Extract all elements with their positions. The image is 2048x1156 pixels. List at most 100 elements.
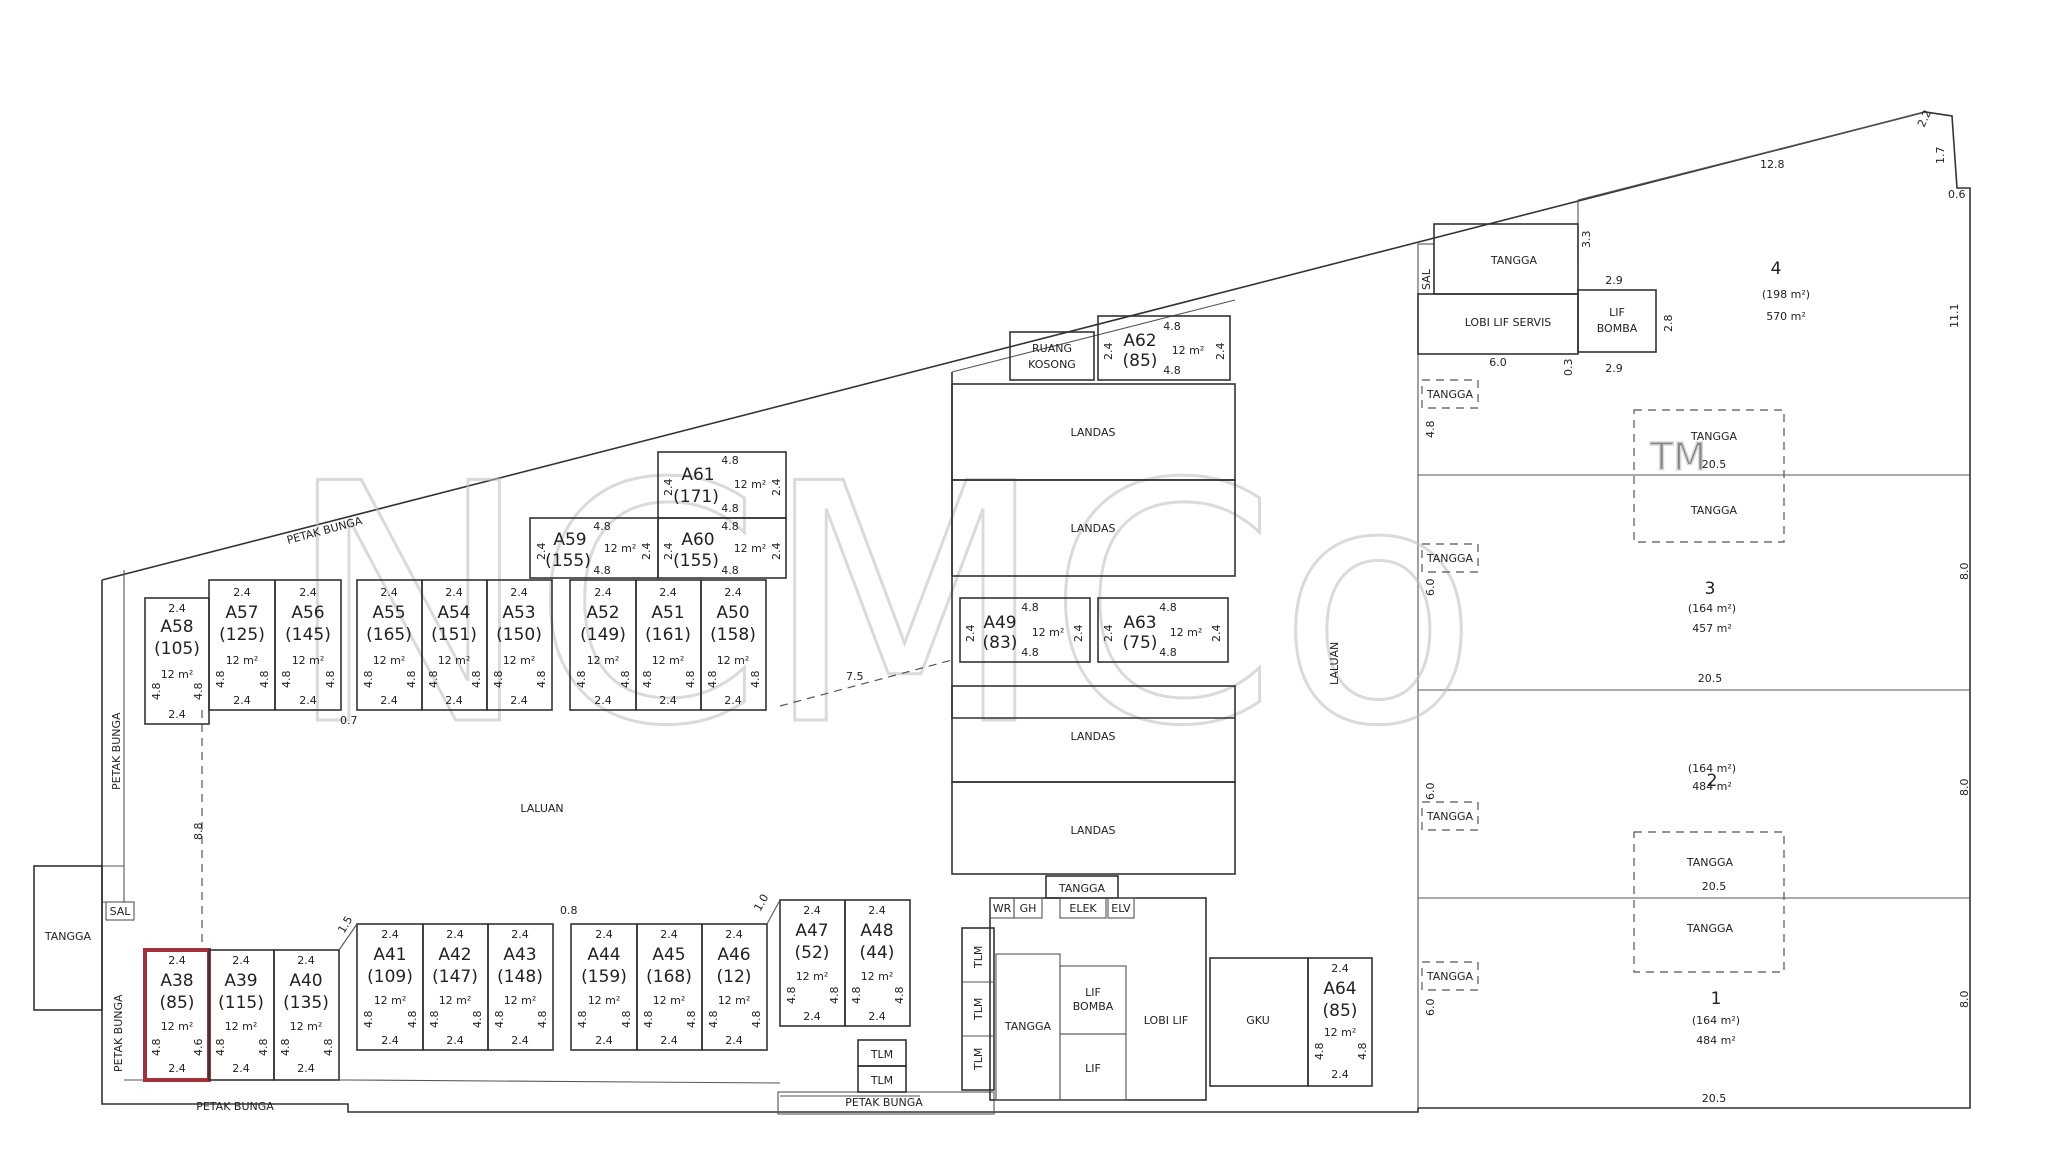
ruang-kosong: RUANG KOSONG bbox=[1009, 331, 1095, 381]
lot-a50[interactable]: 2.4 A50 (158) 12 m² 2.4 4.8 4.8 bbox=[700, 579, 767, 711]
unit-3[interactable]: 3 (164 m²) 457 m² 20.5 bbox=[1688, 579, 1736, 685]
svg-text:484 m²: 484 m² bbox=[1696, 1034, 1736, 1047]
svg-text:2.4: 2.4 bbox=[1331, 1068, 1349, 1081]
svg-text:12 m²: 12 m² bbox=[734, 542, 767, 555]
svg-text:4.8: 4.8 bbox=[192, 683, 205, 701]
lot-a56[interactable]: 2.4 A56 (145) 12 m² 2.4 4.8 4.8 bbox=[274, 579, 342, 711]
lot-a38[interactable]: 2.4 A38 (85) 12 m² 2.4 4.8 4.6 bbox=[143, 948, 211, 1082]
lot-a47[interactable]: 2.4 A47 (52) 12 m² 2.4 4.8 4.8 bbox=[779, 899, 846, 1027]
svg-text:12 m²: 12 m² bbox=[861, 970, 894, 983]
svg-text:4.8: 4.8 bbox=[362, 1011, 375, 1029]
svg-text:WR: WR bbox=[993, 902, 1012, 915]
svg-text:(164 m²): (164 m²) bbox=[1688, 762, 1736, 775]
svg-text:2.4: 2.4 bbox=[868, 1010, 886, 1023]
svg-text:2.4: 2.4 bbox=[233, 586, 251, 599]
svg-text:2.4: 2.4 bbox=[1102, 625, 1115, 643]
svg-text:A43: A43 bbox=[503, 945, 536, 965]
svg-text:4.8: 4.8 bbox=[470, 671, 483, 689]
lot-a60[interactable]: 4.8 A60 (155) 12 m² 4.8 2.4 2.4 bbox=[657, 517, 787, 579]
lot-a40[interactable]: 2.4 A40 (135) 12 m² 2.4 4.8 4.8 bbox=[273, 949, 340, 1081]
lot-a41[interactable]: 2.4 A41 (109) 12 m² 2.4 4.8 4.8 bbox=[356, 923, 424, 1051]
svg-text:GKU: GKU bbox=[1246, 1014, 1270, 1027]
svg-text:4.8: 4.8 bbox=[1356, 1043, 1369, 1061]
svg-text:A63: A63 bbox=[1123, 613, 1156, 633]
svg-text:(105): (105) bbox=[154, 639, 200, 659]
svg-text:(171): (171) bbox=[673, 487, 719, 507]
svg-text:20.5: 20.5 bbox=[1702, 458, 1727, 471]
svg-text:4.8: 4.8 bbox=[721, 502, 739, 515]
svg-text:2.4: 2.4 bbox=[1102, 343, 1115, 361]
svg-text:(198 m²): (198 m²) bbox=[1762, 288, 1810, 301]
svg-text:(115): (115) bbox=[218, 993, 264, 1013]
svg-text:4.8: 4.8 bbox=[642, 1011, 655, 1029]
svg-text:SAL: SAL bbox=[110, 905, 132, 918]
svg-text:4.8: 4.8 bbox=[214, 1039, 227, 1057]
lot-a54[interactable]: 2.4 A54 (151) 12 m² 2.4 4.8 4.8 bbox=[421, 579, 488, 711]
svg-text:2.4: 2.4 bbox=[445, 694, 463, 707]
svg-text:2.4: 2.4 bbox=[511, 928, 529, 941]
svg-text:8.8: 8.8 bbox=[192, 823, 205, 841]
unit-2[interactable]: 2 (164 m²) 484 m² bbox=[1688, 762, 1736, 793]
lot-a53[interactable]: 2.4 A53 (150) 12 m² 2.4 4.8 4.8 bbox=[486, 579, 553, 711]
svg-text:6.0: 6.0 bbox=[1424, 999, 1437, 1017]
svg-text:TANGGA: TANGGA bbox=[1426, 388, 1474, 401]
svg-text:4.8: 4.8 bbox=[280, 671, 293, 689]
lot-a39[interactable]: 2.4 A39 (115) 12 m² 2.4 4.8 4.8 bbox=[208, 949, 275, 1081]
svg-text:LOBI LIF: LOBI LIF bbox=[1144, 1014, 1188, 1027]
svg-text:1: 1 bbox=[1711, 989, 1722, 1009]
lot-a58[interactable]: 2.4 A58 (105) 12 m² 2.4 4.8 4.8 bbox=[144, 597, 210, 725]
svg-text:2.4: 2.4 bbox=[297, 954, 315, 967]
lot-a55[interactable]: 2.4 A55 (165) 12 m² 2.4 4.8 4.8 bbox=[356, 579, 423, 711]
svg-text:2.4: 2.4 bbox=[380, 694, 398, 707]
svg-text:2.4: 2.4 bbox=[168, 708, 186, 721]
svg-text:12 m²: 12 m² bbox=[439, 994, 472, 1007]
svg-text:(168): (168) bbox=[646, 967, 692, 987]
svg-text:2.9: 2.9 bbox=[1605, 362, 1623, 375]
lot-a63[interactable]: 4.8 A63 (75) 12 m² 4.8 2.4 2.4 bbox=[1097, 597, 1229, 663]
svg-text:2.4: 2.4 bbox=[725, 1034, 743, 1047]
svg-text:TANGGA: TANGGA bbox=[1058, 882, 1106, 895]
lot-a45[interactable]: 2.4 A45 (168) 12 m² 2.4 4.8 4.8 bbox=[636, 923, 703, 1051]
svg-text:570 m²: 570 m² bbox=[1766, 310, 1806, 323]
svg-text:12 m²: 12 m² bbox=[438, 654, 471, 667]
lot-a43[interactable]: 2.4 A43 (148) 12 m² 2.4 4.8 4.8 bbox=[487, 923, 554, 1051]
lot-a57[interactable]: 2.4 A57 (125) 12 m² 2.4 4.8 4.8 bbox=[208, 579, 276, 711]
svg-text:TANGGA: TANGGA bbox=[1426, 552, 1474, 565]
lot-a49[interactable]: 4.8 A49 (83) 12 m² 4.8 2.4 2.4 bbox=[959, 597, 1091, 663]
lot-a59[interactable]: 4.8 A59 (155) 12 m² 4.8 2.4 2.4 bbox=[529, 517, 659, 579]
unit-1[interactable]: 1 (164 m²) 484 m² 20.5 bbox=[1692, 989, 1740, 1105]
lot-a44[interactable]: 2.4 A44 (159) 12 m² 2.4 4.8 4.8 bbox=[570, 923, 638, 1051]
svg-text:4.8: 4.8 bbox=[575, 671, 588, 689]
svg-text:2.4: 2.4 bbox=[594, 586, 612, 599]
svg-text:484 m²: 484 m² bbox=[1692, 780, 1732, 793]
lot-a62[interactable]: 4.8 A62 (85) 12 m² 4.8 2.4 2.4 bbox=[1097, 315, 1231, 381]
svg-text:2.4: 2.4 bbox=[724, 586, 742, 599]
svg-text:A47: A47 bbox=[795, 921, 828, 941]
lot-a61[interactable]: 4.8 A61 (171) 12 m² 4.8 2.4 2.4 bbox=[657, 451, 787, 519]
lot-a52[interactable]: 2.4 A52 (149) 12 m² 2.4 4.8 4.8 bbox=[569, 579, 637, 711]
svg-text:2.4: 2.4 bbox=[964, 625, 977, 643]
svg-text:(135): (135) bbox=[283, 993, 329, 1013]
lot-a42[interactable]: 2.4 A42 (147) 12 m² 2.4 4.8 4.8 bbox=[422, 923, 489, 1051]
svg-text:2.4: 2.4 bbox=[297, 1062, 315, 1075]
svg-text:ELEK: ELEK bbox=[1069, 902, 1097, 915]
svg-text:2.4: 2.4 bbox=[595, 1034, 613, 1047]
svg-text:(149): (149) bbox=[580, 625, 626, 645]
svg-text:(12): (12) bbox=[717, 967, 752, 987]
svg-text:A60: A60 bbox=[681, 530, 714, 550]
lot-a64[interactable]: 2.4 A64 (85) 12 m² 2.4 4.8 4.8 bbox=[1307, 957, 1373, 1087]
svg-text:2.4: 2.4 bbox=[510, 694, 528, 707]
svg-text:4.8: 4.8 bbox=[1021, 601, 1039, 614]
svg-text:12 m²: 12 m² bbox=[292, 654, 325, 667]
lot-a46[interactable]: 2.4 A46 (12) 12 m² 2.4 4.8 4.8 bbox=[701, 923, 768, 1051]
right-tangga-boxes: TANGGA 4.8 TANGGA 6.0 TANGGA 6.0 TANGGA … bbox=[1421, 379, 1785, 1017]
svg-text:12 m²: 12 m² bbox=[225, 1020, 258, 1033]
unit-4[interactable]: 4 (198 m²) 570 m² bbox=[1762, 259, 1810, 323]
svg-text:(145): (145) bbox=[285, 625, 331, 645]
lot-a48[interactable]: 2.4 A48 (44) 12 m² 2.4 4.8 4.8 bbox=[844, 899, 911, 1027]
svg-text:4.8: 4.8 bbox=[721, 454, 739, 467]
svg-text:2.9: 2.9 bbox=[1605, 274, 1623, 287]
svg-text:A55: A55 bbox=[372, 603, 405, 623]
svg-text:12 m²: 12 m² bbox=[226, 654, 259, 667]
svg-text:2.4: 2.4 bbox=[594, 694, 612, 707]
